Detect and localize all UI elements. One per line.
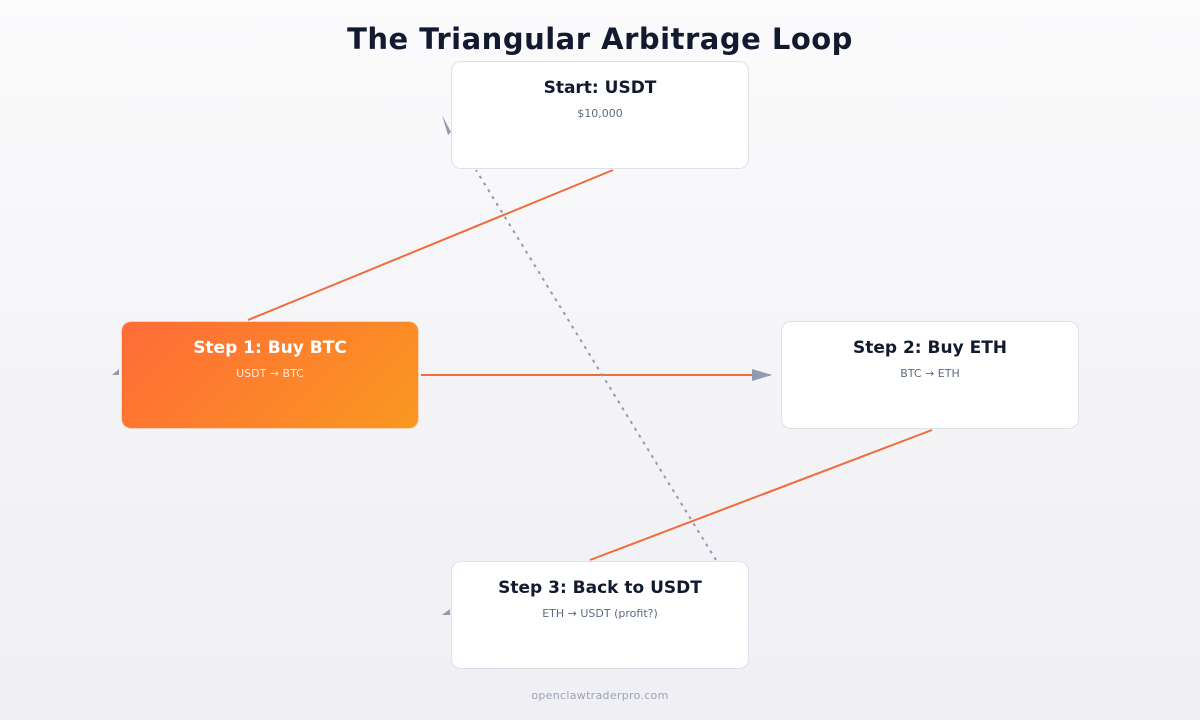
node-start-usdt: Start: USDT $10,000 bbox=[451, 61, 749, 169]
arrowhead-step3 bbox=[442, 609, 450, 615]
diagram-title: The Triangular Arbitrage Loop bbox=[347, 22, 853, 56]
edge-start-to-step1 bbox=[247, 169, 614, 321]
node-step3-label: Step 3: Back to USDT bbox=[498, 578, 702, 598]
node-step3-back-to-usdt: Step 3: Back to USDT ETH → USDT (profit?… bbox=[451, 561, 749, 669]
arrowhead-step1 bbox=[112, 369, 119, 375]
node-step1-sub: USDT → BTC bbox=[236, 367, 304, 380]
node-step1-buy-btc: Step 1: Buy BTC USDT → BTC bbox=[121, 321, 419, 429]
node-step1-label: Step 1: Buy BTC bbox=[193, 338, 347, 358]
node-step2-buy-eth: Step 2: Buy ETH BTC → ETH bbox=[781, 321, 1079, 429]
arrowhead-step2 bbox=[752, 369, 772, 381]
node-step2-label: Step 2: Buy ETH bbox=[852, 338, 1008, 358]
edge-step3-to-start-dashed bbox=[475, 169, 717, 561]
footer-url: openclawtraderpro.com bbox=[531, 689, 669, 702]
node-start-sub: $10,000 bbox=[577, 107, 623, 120]
arrowhead-start bbox=[442, 115, 451, 135]
node-start-label: Start: USDT bbox=[543, 78, 657, 98]
edge-step2-to-step3 bbox=[589, 429, 933, 561]
node-step3-sub: ETH → USDT (profit?) bbox=[542, 607, 658, 620]
node-step2-sub: BTC → ETH bbox=[900, 367, 960, 380]
